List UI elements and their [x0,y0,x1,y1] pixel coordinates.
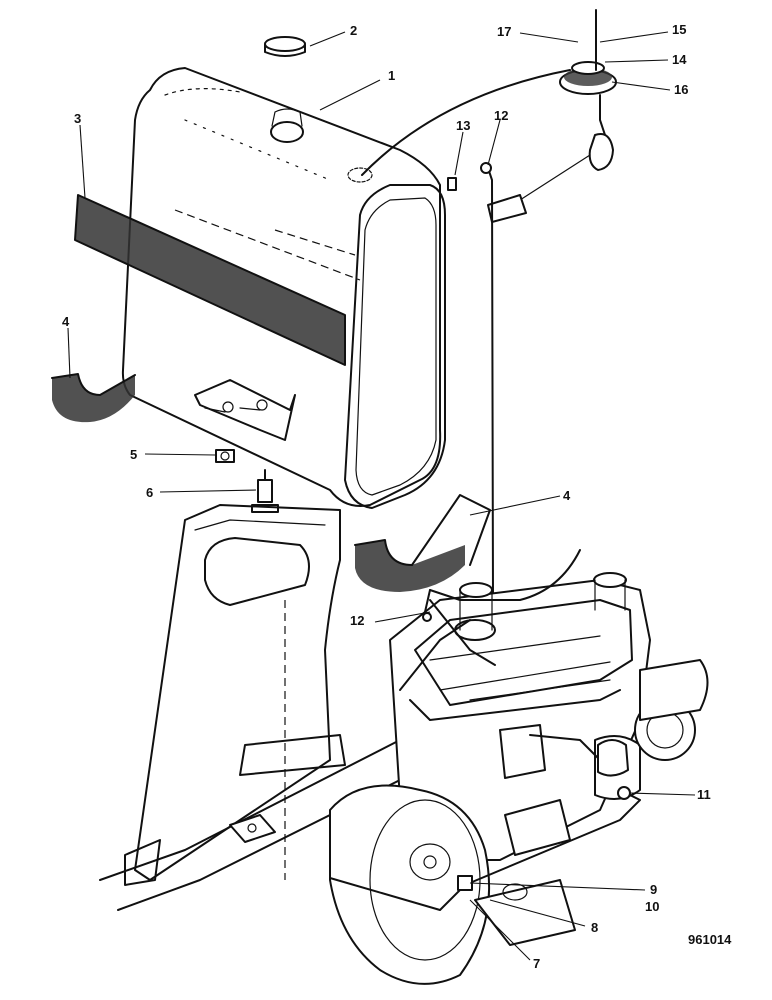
fuel-feed-pipe [284,589,641,911]
callout-9: 9 [650,882,657,897]
callout-3: 3 [74,111,81,126]
callout-13: 13 [456,118,470,133]
mounting-strap-left [51,373,136,423]
callout-1: 1 [388,68,395,83]
fuel-gauge-sender [487,9,617,223]
callout-6: 6 [146,485,153,500]
callout-12-lower: 12 [350,613,364,628]
engine-assembly [389,549,709,861]
callout-8: 8 [591,920,598,935]
filler-cap [264,36,306,57]
drawing-number: 961014 [688,932,732,947]
callout-12-upper: 12 [494,108,508,123]
callout-16: 16 [674,82,688,97]
drain-fitting [215,449,235,463]
callout-7: 7 [533,956,540,971]
callout-17: 17 [497,24,511,39]
callout-11: 11 [697,787,711,802]
sender-cable [361,69,571,176]
fuel-lift-pump [597,739,631,800]
callout-10: 10 [645,899,659,914]
callout-labels: 1 2 3 4 4 5 6 7 8 9 10 11 12 12 13 14 15… [62,22,732,971]
leader-lines [67,31,696,961]
callout-4-left: 4 [62,314,70,329]
callout-4-right: 4 [563,488,571,503]
callout-14: 14 [672,52,687,67]
callout-5: 5 [130,447,137,462]
mounting-strap-right [354,494,491,592]
trim-strip [74,194,346,366]
flywheel-housing [329,784,576,985]
callout-15: 15 [672,22,686,37]
breather-plug [447,177,457,191]
callout-2: 2 [350,23,357,38]
